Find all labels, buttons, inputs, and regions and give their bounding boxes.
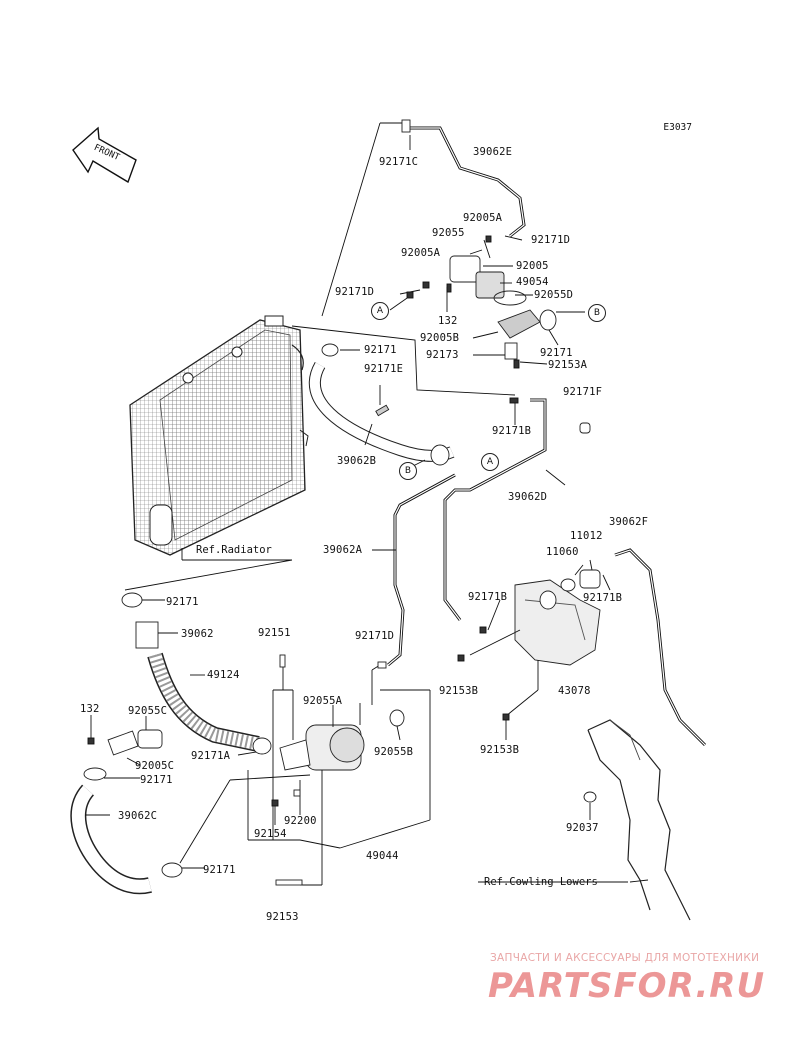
label-92171-hose: 92171 [364, 344, 397, 356]
callout-b-hose: B [399, 462, 417, 480]
label-92153B-a: 92153B [439, 685, 479, 697]
label-92037: 92037 [566, 822, 599, 834]
label-92005B: 92005B [420, 332, 460, 344]
label-92153B-b: 92153B [480, 744, 520, 756]
watermark-subtitle: ЗАПЧАСТИ И АКСЕССУАРЫ ДЛЯ МОТОТЕХНИКИ [490, 952, 760, 964]
callout-a-hose: A [481, 453, 499, 471]
label-11012: 11012 [570, 530, 603, 542]
leader-lines [70, 119, 707, 921]
callout-a-left: A [371, 302, 389, 320]
label-92171F: 92171F [563, 386, 603, 398]
label-92055D: 92055D [534, 289, 574, 301]
label-92171D-low: 92171D [355, 630, 395, 642]
label-92005A-top: 92005A [463, 212, 503, 224]
label-92153A: 92153A [548, 359, 588, 371]
label-92173: 92173 [426, 349, 459, 361]
label-92171D-top: 92171D [531, 234, 571, 246]
label-92005A-left: 92005A [401, 247, 441, 259]
label-11060: 11060 [546, 546, 579, 558]
label-39062F: 39062F [609, 516, 649, 528]
label-92171D-left: 92171D [335, 286, 375, 298]
label-39062C: 39062C [118, 810, 158, 822]
label-92005C: 92005C [135, 760, 175, 772]
label-92171B-tank: 92171B [468, 591, 508, 603]
radiator-drawing [129, 315, 309, 556]
callout-b-right: B [588, 304, 606, 322]
label-92171E: 92171E [364, 363, 404, 375]
label-132-top: 132 [438, 315, 458, 327]
label-92171B-top: 92171B [492, 425, 532, 437]
label-92171-low: 92171 [140, 774, 173, 786]
label-39062D: 39062D [508, 491, 548, 503]
label-49044: 49044 [366, 850, 399, 862]
label-92154: 92154 [254, 828, 287, 840]
label-92171-bottom: 92171 [203, 864, 236, 876]
ref-radiator: Ref.Radiator [196, 544, 272, 556]
diagram-code: E3037 [663, 122, 692, 133]
label-92055C: 92055C [128, 705, 168, 717]
ref-cowling-lowers: Ref.Cowling Lowers [484, 876, 598, 888]
label-92171A: 92171A [191, 750, 231, 762]
label-39062: 39062 [181, 628, 214, 640]
watermark-brand: PARTSFOR.RU [488, 966, 766, 1006]
label-92005: 92005 [516, 260, 549, 272]
label-39062A: 39062A [323, 544, 363, 556]
label-49124: 49124 [207, 669, 240, 681]
label-92055A: 92055A [303, 695, 343, 707]
front-arrow-icon [72, 126, 137, 184]
label-92055: 92055 [432, 227, 465, 239]
label-92151: 92151 [258, 627, 291, 639]
label-39062E: 39062E [473, 146, 513, 158]
label-92171-right: 92171 [540, 347, 573, 359]
label-49054: 49054 [516, 276, 549, 288]
label-132-low: 132 [80, 703, 100, 715]
label-92200: 92200 [284, 815, 317, 827]
label-92171-clamp: 92171 [166, 596, 199, 608]
label-92171B-cap: 92171B [583, 592, 623, 604]
label-92153: 92153 [266, 911, 299, 923]
label-92055B: 92055B [374, 746, 414, 758]
label-39062B: 39062B [337, 455, 377, 467]
label-43078: 43078 [558, 685, 591, 697]
label-92171C: 92171C [379, 156, 419, 168]
